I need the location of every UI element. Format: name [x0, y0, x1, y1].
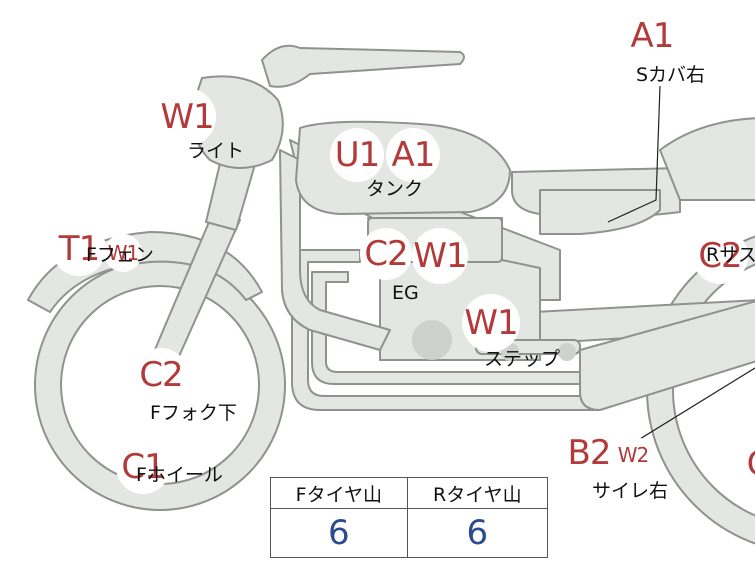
label-eg: EG: [392, 282, 419, 304]
grade-badge-side-cover: A1: [624, 8, 680, 64]
front-wheel-inner: [36, 261, 284, 509]
grade-badge-right-edge: C: [732, 438, 755, 490]
step-peg-right: [558, 343, 576, 361]
grade-badge-tank-a: A1: [386, 128, 440, 182]
grade-badge-rsus: C2: [692, 228, 748, 284]
rear-tire-header: Rタイヤ山: [406, 477, 549, 509]
headlight: [190, 75, 284, 169]
grade-badge-eg-w: W1: [412, 228, 468, 284]
label-tank: タンク: [366, 178, 424, 200]
grade-badge-muffler-w: W2: [614, 436, 652, 474]
label-ffender: Fフェン: [86, 244, 154, 266]
leader-side-cover: [607, 85, 661, 223]
grade-badge-muffler-b: B2: [562, 426, 616, 480]
tire-table-value-row: 6 6: [270, 508, 549, 558]
muffler: [579, 300, 755, 411]
label-fwheel: Fホイール: [136, 464, 223, 486]
engine-cover: [412, 320, 452, 360]
leader-muffler: [621, 367, 755, 451]
rear-tire-value: 6: [406, 508, 549, 558]
label-side-cover: Sカバ右: [636, 64, 706, 86]
grade-badge-step: W1: [462, 294, 520, 352]
rear-fender: [659, 117, 755, 201]
handlebar: [261, 44, 465, 88]
front-tire-value: 6: [270, 508, 408, 558]
rear-wheel-inner: [648, 237, 755, 543]
frame-downtube: [279, 149, 391, 351]
grade-badge-ffender-w: W1: [104, 234, 142, 272]
grade-badge-ffender: T1: [52, 222, 106, 276]
front-tire-header: Fタイヤ山: [270, 477, 408, 509]
label-muffler: サイレ右: [592, 480, 669, 502]
grade-badge-fwheel: C1: [116, 440, 170, 494]
label-light: ライト: [187, 140, 245, 162]
tire-table-header-row: Fタイヤ山 Rタイヤ山: [270, 477, 549, 509]
grade-badge-eg-c: C2: [360, 228, 412, 280]
grade-badge-light: W1: [158, 88, 216, 146]
grade-badge-ffork: C2: [134, 348, 188, 402]
side-cover: [539, 189, 661, 235]
label-rsus: Rサス: [706, 244, 755, 266]
exhaust-lower: [311, 271, 601, 385]
label-ffork: Fフォク下: [150, 402, 237, 424]
label-step: ステップ: [484, 348, 561, 370]
grade-badge-tank-u: U1: [330, 128, 384, 182]
tire-tread-table: Fタイヤ山 Rタイヤ山 6 6: [270, 477, 549, 558]
